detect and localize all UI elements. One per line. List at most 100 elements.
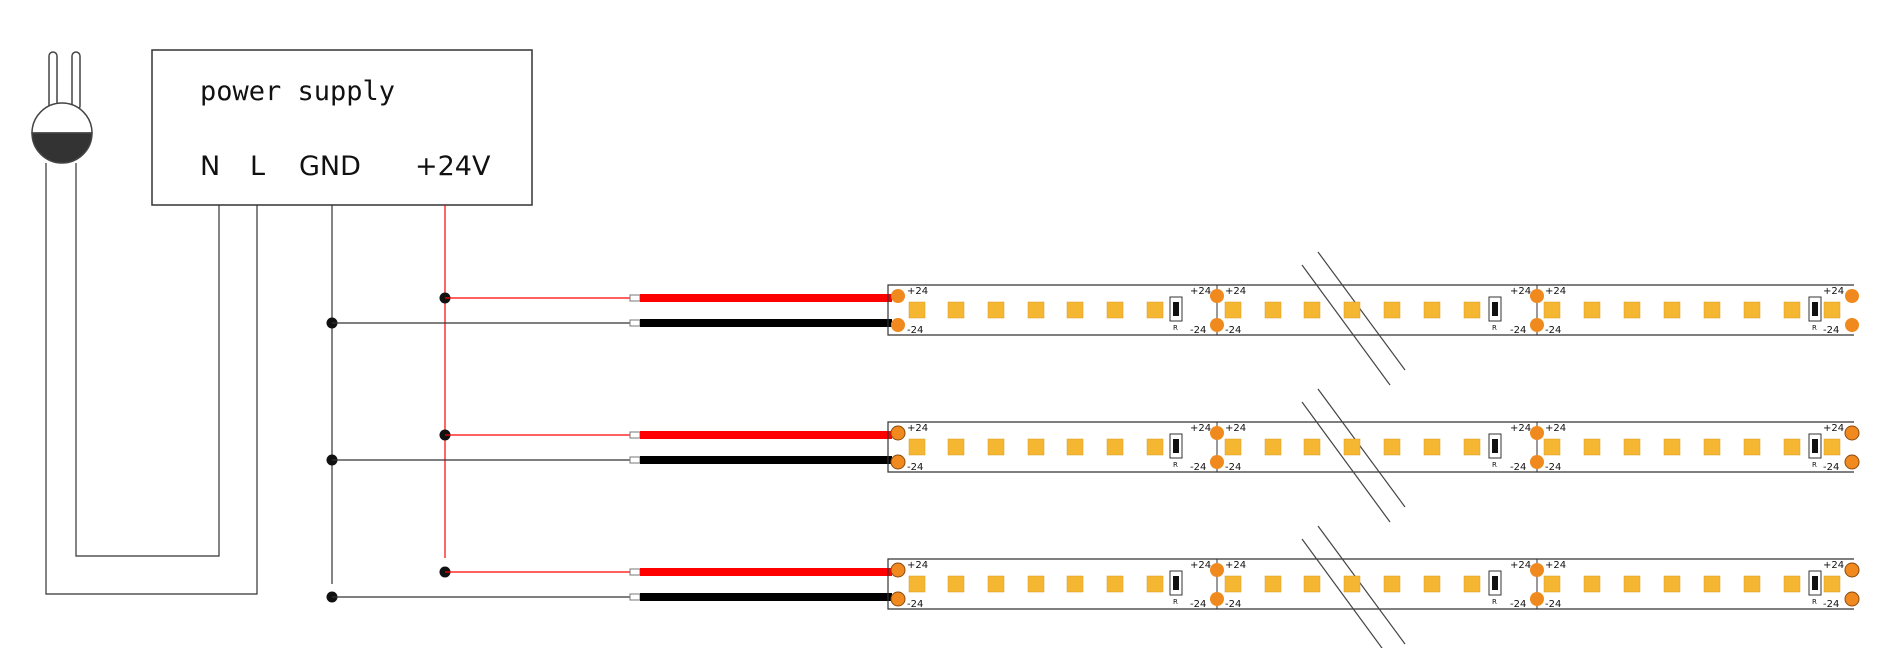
led-chip [1543, 301, 1561, 319]
led-chip [1743, 438, 1761, 456]
neg-label: -24 [1190, 462, 1206, 473]
led-chip [1303, 575, 1321, 593]
resistor-label: R [1492, 598, 1497, 606]
neg-label: -24 [1823, 462, 1839, 473]
solder-pad [1530, 426, 1544, 440]
neg-label: -24 [1545, 462, 1561, 473]
led-chip [987, 575, 1005, 593]
led-chip [987, 301, 1005, 319]
solder-pad [1845, 289, 1859, 303]
led-chip [1743, 575, 1761, 593]
led-chip [1303, 301, 1321, 319]
led-chip [1106, 575, 1124, 593]
mains-wires [45, 163, 258, 595]
wire-terminal [629, 294, 641, 302]
break-mark [1301, 401, 1391, 523]
solder-pad [1844, 454, 1860, 470]
solder-pad [1844, 591, 1860, 607]
wire-terminal [629, 456, 641, 464]
led-chip [908, 438, 926, 456]
led-chip [1106, 301, 1124, 319]
break-mark [1317, 251, 1406, 371]
neg-label: -24 [1545, 599, 1561, 610]
resistor-label: R [1812, 598, 1817, 606]
led-chip [1623, 575, 1641, 593]
solder-pad [1210, 563, 1224, 577]
wire-terminal [629, 593, 641, 601]
break-mark [1317, 525, 1406, 645]
solder-pad [1845, 318, 1859, 332]
solder-pad [1210, 592, 1224, 606]
neg-label: -24 [1225, 325, 1241, 336]
led-chip [1663, 575, 1681, 593]
led-chip [1423, 438, 1441, 456]
solder-pad [891, 318, 905, 332]
resistor-label: R [1173, 324, 1178, 332]
pos-label: +24 [1190, 423, 1211, 434]
led-chip [1106, 438, 1124, 456]
resistor-body [1812, 576, 1818, 590]
pos-label: +24 [1823, 560, 1844, 571]
resistor-body [1492, 576, 1498, 590]
pos-label: +24 [1823, 423, 1844, 434]
led-chip [1383, 301, 1401, 319]
pos-label: +24 [1225, 560, 1246, 571]
strip-outline [1375, 421, 1854, 473]
strip-outline [1375, 558, 1854, 610]
led-chip [1823, 438, 1841, 456]
led-chip [908, 575, 926, 593]
resistor-body [1492, 302, 1498, 316]
wire-terminal [629, 431, 641, 439]
resistor-body [1492, 439, 1498, 453]
led-chip [1463, 438, 1481, 456]
led-chip [1583, 438, 1601, 456]
led-chip [1703, 438, 1721, 456]
led-chip [1264, 301, 1282, 319]
solder-pad [1530, 455, 1544, 469]
break-mark [1301, 538, 1383, 648]
led-chip [1463, 575, 1481, 593]
led-chip [1583, 301, 1601, 319]
led-chip [1224, 438, 1242, 456]
neg-label: -24 [1510, 462, 1526, 473]
led-chip [908, 301, 926, 319]
pos-label: +24 [907, 560, 928, 571]
solder-pad [1530, 318, 1544, 332]
neg-label: -24 [1823, 325, 1839, 336]
led-chip [1303, 438, 1321, 456]
neg-label: -24 [1545, 325, 1561, 336]
neg-label: -24 [907, 462, 923, 473]
led-chip [987, 438, 1005, 456]
resistor-label: R [1492, 324, 1497, 332]
led-chip [1066, 575, 1084, 593]
led-chip [1663, 301, 1681, 319]
pos-label: +24 [1545, 560, 1566, 571]
neg-label: -24 [1225, 599, 1241, 610]
neg-label: -24 [1190, 325, 1206, 336]
led-chip [1027, 575, 1045, 593]
break-mark [1301, 264, 1391, 386]
led-chip [1066, 438, 1084, 456]
plug-icon [31, 51, 93, 164]
led-chip [1663, 438, 1681, 456]
terminal-gnd: GND [299, 151, 361, 182]
led-chip [1743, 301, 1761, 319]
strip-outline [887, 558, 1318, 610]
power-supply-title: power supply [200, 76, 395, 107]
pos-label: +24 [1510, 286, 1531, 297]
resistor-body [1173, 439, 1179, 453]
led-chip [1066, 301, 1084, 319]
led-chip [1543, 575, 1561, 593]
resistor-label: R [1812, 461, 1817, 469]
solder-pad [1530, 563, 1544, 577]
led-chip [1383, 438, 1401, 456]
strip-outline [1375, 284, 1854, 336]
resistor-body [1173, 302, 1179, 316]
resistor-body [1173, 576, 1179, 590]
pos-label: +24 [1545, 423, 1566, 434]
led-chip [1823, 301, 1841, 319]
solder-pad [1844, 562, 1860, 578]
wire-terminal [629, 319, 641, 327]
led-chip [1623, 301, 1641, 319]
